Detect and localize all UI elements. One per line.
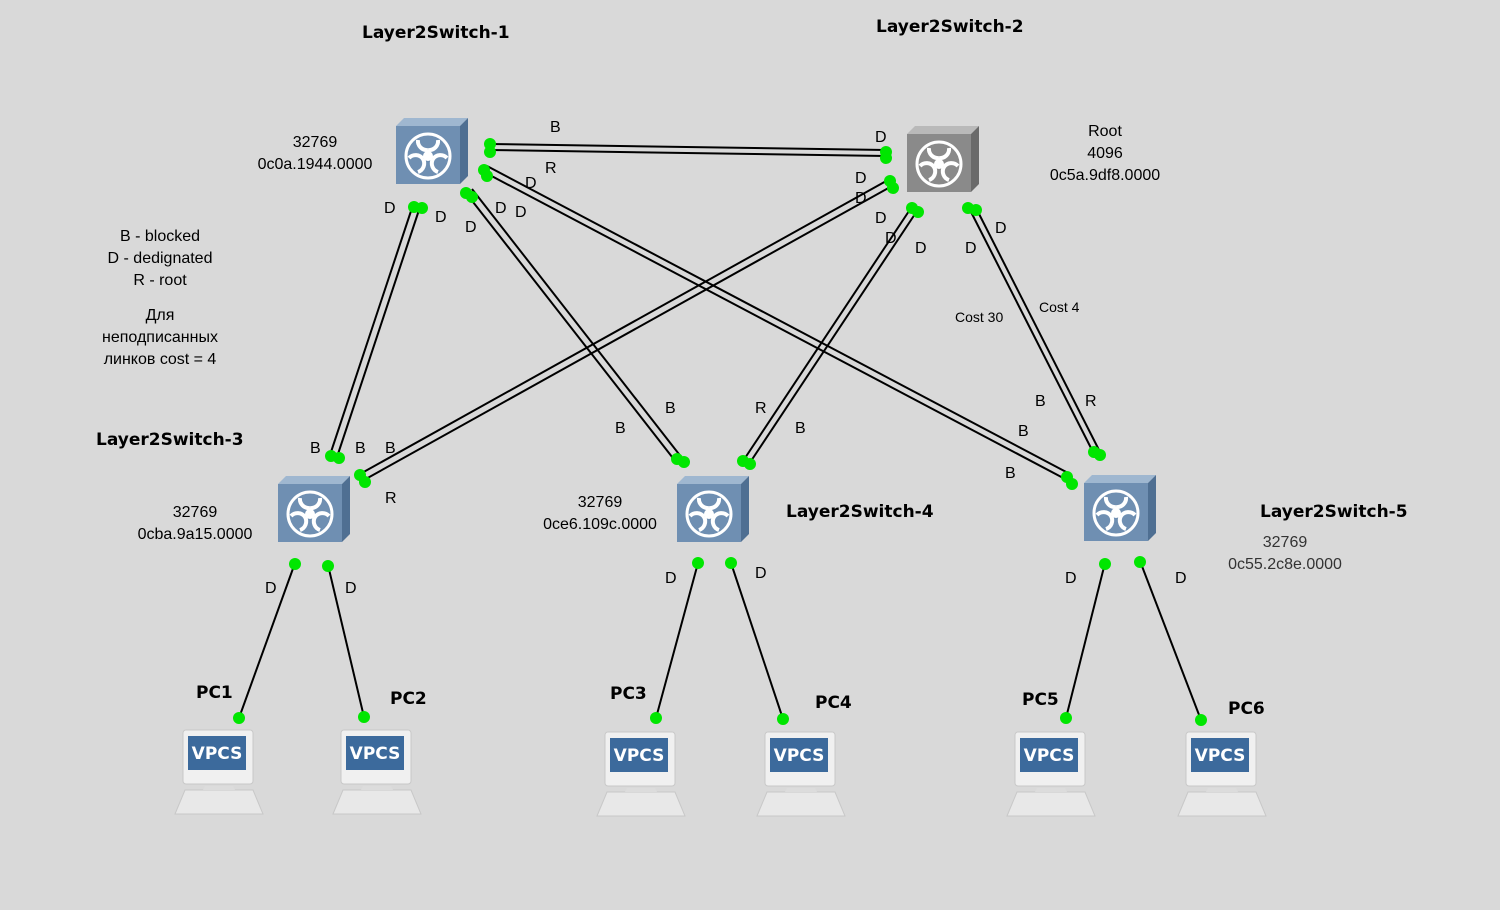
pc-3[interactable]: VPCS: [596, 731, 686, 817]
port-state: D: [875, 210, 887, 227]
switch-sw2-root[interactable]: [907, 126, 979, 192]
port-state: B: [310, 440, 321, 457]
port-state: D: [265, 580, 277, 597]
link-cost: Cost 30: [955, 309, 1003, 325]
legend-note: неподписанных: [102, 329, 218, 346]
pc-name: PC4: [815, 693, 852, 713]
legend-note: Для: [146, 307, 175, 324]
pc-5[interactable]: VPCS: [1006, 731, 1096, 817]
port-state: D: [885, 230, 897, 247]
bridge-priority: 4096: [1087, 145, 1123, 162]
vpcs-label: VPCS: [1195, 746, 1246, 766]
port-state: D: [495, 200, 507, 217]
port-state: R: [545, 160, 557, 177]
switch-name: Layer2Switch-5: [1260, 502, 1408, 522]
port-state: D: [875, 129, 887, 146]
bridge-mac: 0ce6.109c.0000: [543, 516, 657, 533]
port-state: R: [755, 400, 767, 417]
link-cost: Cost 4: [1039, 299, 1080, 315]
bridge-mac: 0c55.2c8e.0000: [1228, 556, 1342, 573]
vpcs-label: VPCS: [350, 744, 401, 764]
port-state: D: [384, 200, 396, 217]
root-label: Root: [1088, 123, 1122, 140]
port-state: B: [1035, 393, 1046, 410]
switch-sw3[interactable]: [278, 476, 350, 542]
bridge-priority: 32769: [173, 504, 218, 521]
port-state: B: [385, 440, 396, 457]
pc-name: PC2: [390, 689, 427, 709]
legend: B - blocked D - dedignated R - root Для …: [102, 228, 218, 368]
pc-name: PC3: [610, 684, 647, 704]
port-state-labels: B D R D D D D D D D D D D D D D B B B R …: [265, 119, 1187, 597]
port-state: B: [1005, 465, 1016, 482]
links: [238, 143, 1202, 721]
switch-sw5[interactable]: [1084, 475, 1156, 541]
port-state: D: [995, 220, 1007, 237]
bridge-mac: 0c5a.9df8.0000: [1050, 167, 1160, 184]
port-state: D: [665, 570, 677, 587]
vpcs-label: VPCS: [1024, 746, 1075, 766]
pc-name: PC6: [1228, 699, 1265, 719]
bridge-priority: 32769: [293, 134, 338, 151]
pc-2[interactable]: VPCS: [332, 729, 422, 815]
legend-line: D - dedignated: [108, 250, 213, 267]
port-state: D: [515, 204, 527, 221]
switch-name: Layer2Switch-2: [876, 17, 1024, 37]
port-state: B: [355, 440, 366, 457]
port-state: B: [795, 420, 806, 437]
switch-sw1[interactable]: [396, 118, 468, 184]
port-state: D: [855, 170, 867, 187]
bridge-priority: 32769: [578, 494, 623, 511]
port-state: D: [525, 175, 537, 192]
port-state: D: [1065, 570, 1077, 587]
switch-name: Layer2Switch-1: [362, 23, 510, 43]
bridge-mac: 0c0a.1944.0000: [258, 156, 373, 173]
legend-note: линков cost = 4: [104, 351, 217, 368]
pc-4[interactable]: VPCS: [756, 731, 846, 817]
port-dots: [233, 138, 1207, 726]
bridge-priority: 32769: [1263, 534, 1308, 551]
port-state: D: [915, 240, 927, 257]
pc-1[interactable]: VPCS: [174, 729, 264, 815]
pc-name: PC1: [196, 683, 233, 703]
port-state: D: [855, 190, 867, 207]
bridge-mac: 0cba.9a15.0000: [138, 526, 253, 543]
port-state: B: [615, 420, 626, 437]
vpcs-label: VPCS: [192, 744, 243, 764]
port-state: R: [1085, 393, 1097, 410]
switch-sw4[interactable]: [677, 476, 749, 542]
legend-line: R - root: [133, 272, 187, 289]
port-state: B: [665, 400, 676, 417]
vpcs-label: VPCS: [614, 746, 665, 766]
port-state: B: [550, 119, 561, 136]
switch-name: Layer2Switch-4: [786, 502, 934, 522]
pc-6[interactable]: VPCS: [1177, 731, 1267, 817]
port-state: D: [345, 580, 357, 597]
port-state: B: [1018, 423, 1029, 440]
switch-name: Layer2Switch-3: [96, 430, 244, 450]
port-state: D: [465, 219, 477, 236]
legend-line: B - blocked: [120, 228, 200, 245]
port-state: D: [965, 240, 977, 257]
port-state: D: [435, 209, 447, 226]
port-state: D: [755, 565, 767, 582]
vpcs-label: VPCS: [774, 746, 825, 766]
port-state: D: [1175, 570, 1187, 587]
port-state: R: [385, 490, 397, 507]
pc-name: PC5: [1022, 690, 1059, 710]
